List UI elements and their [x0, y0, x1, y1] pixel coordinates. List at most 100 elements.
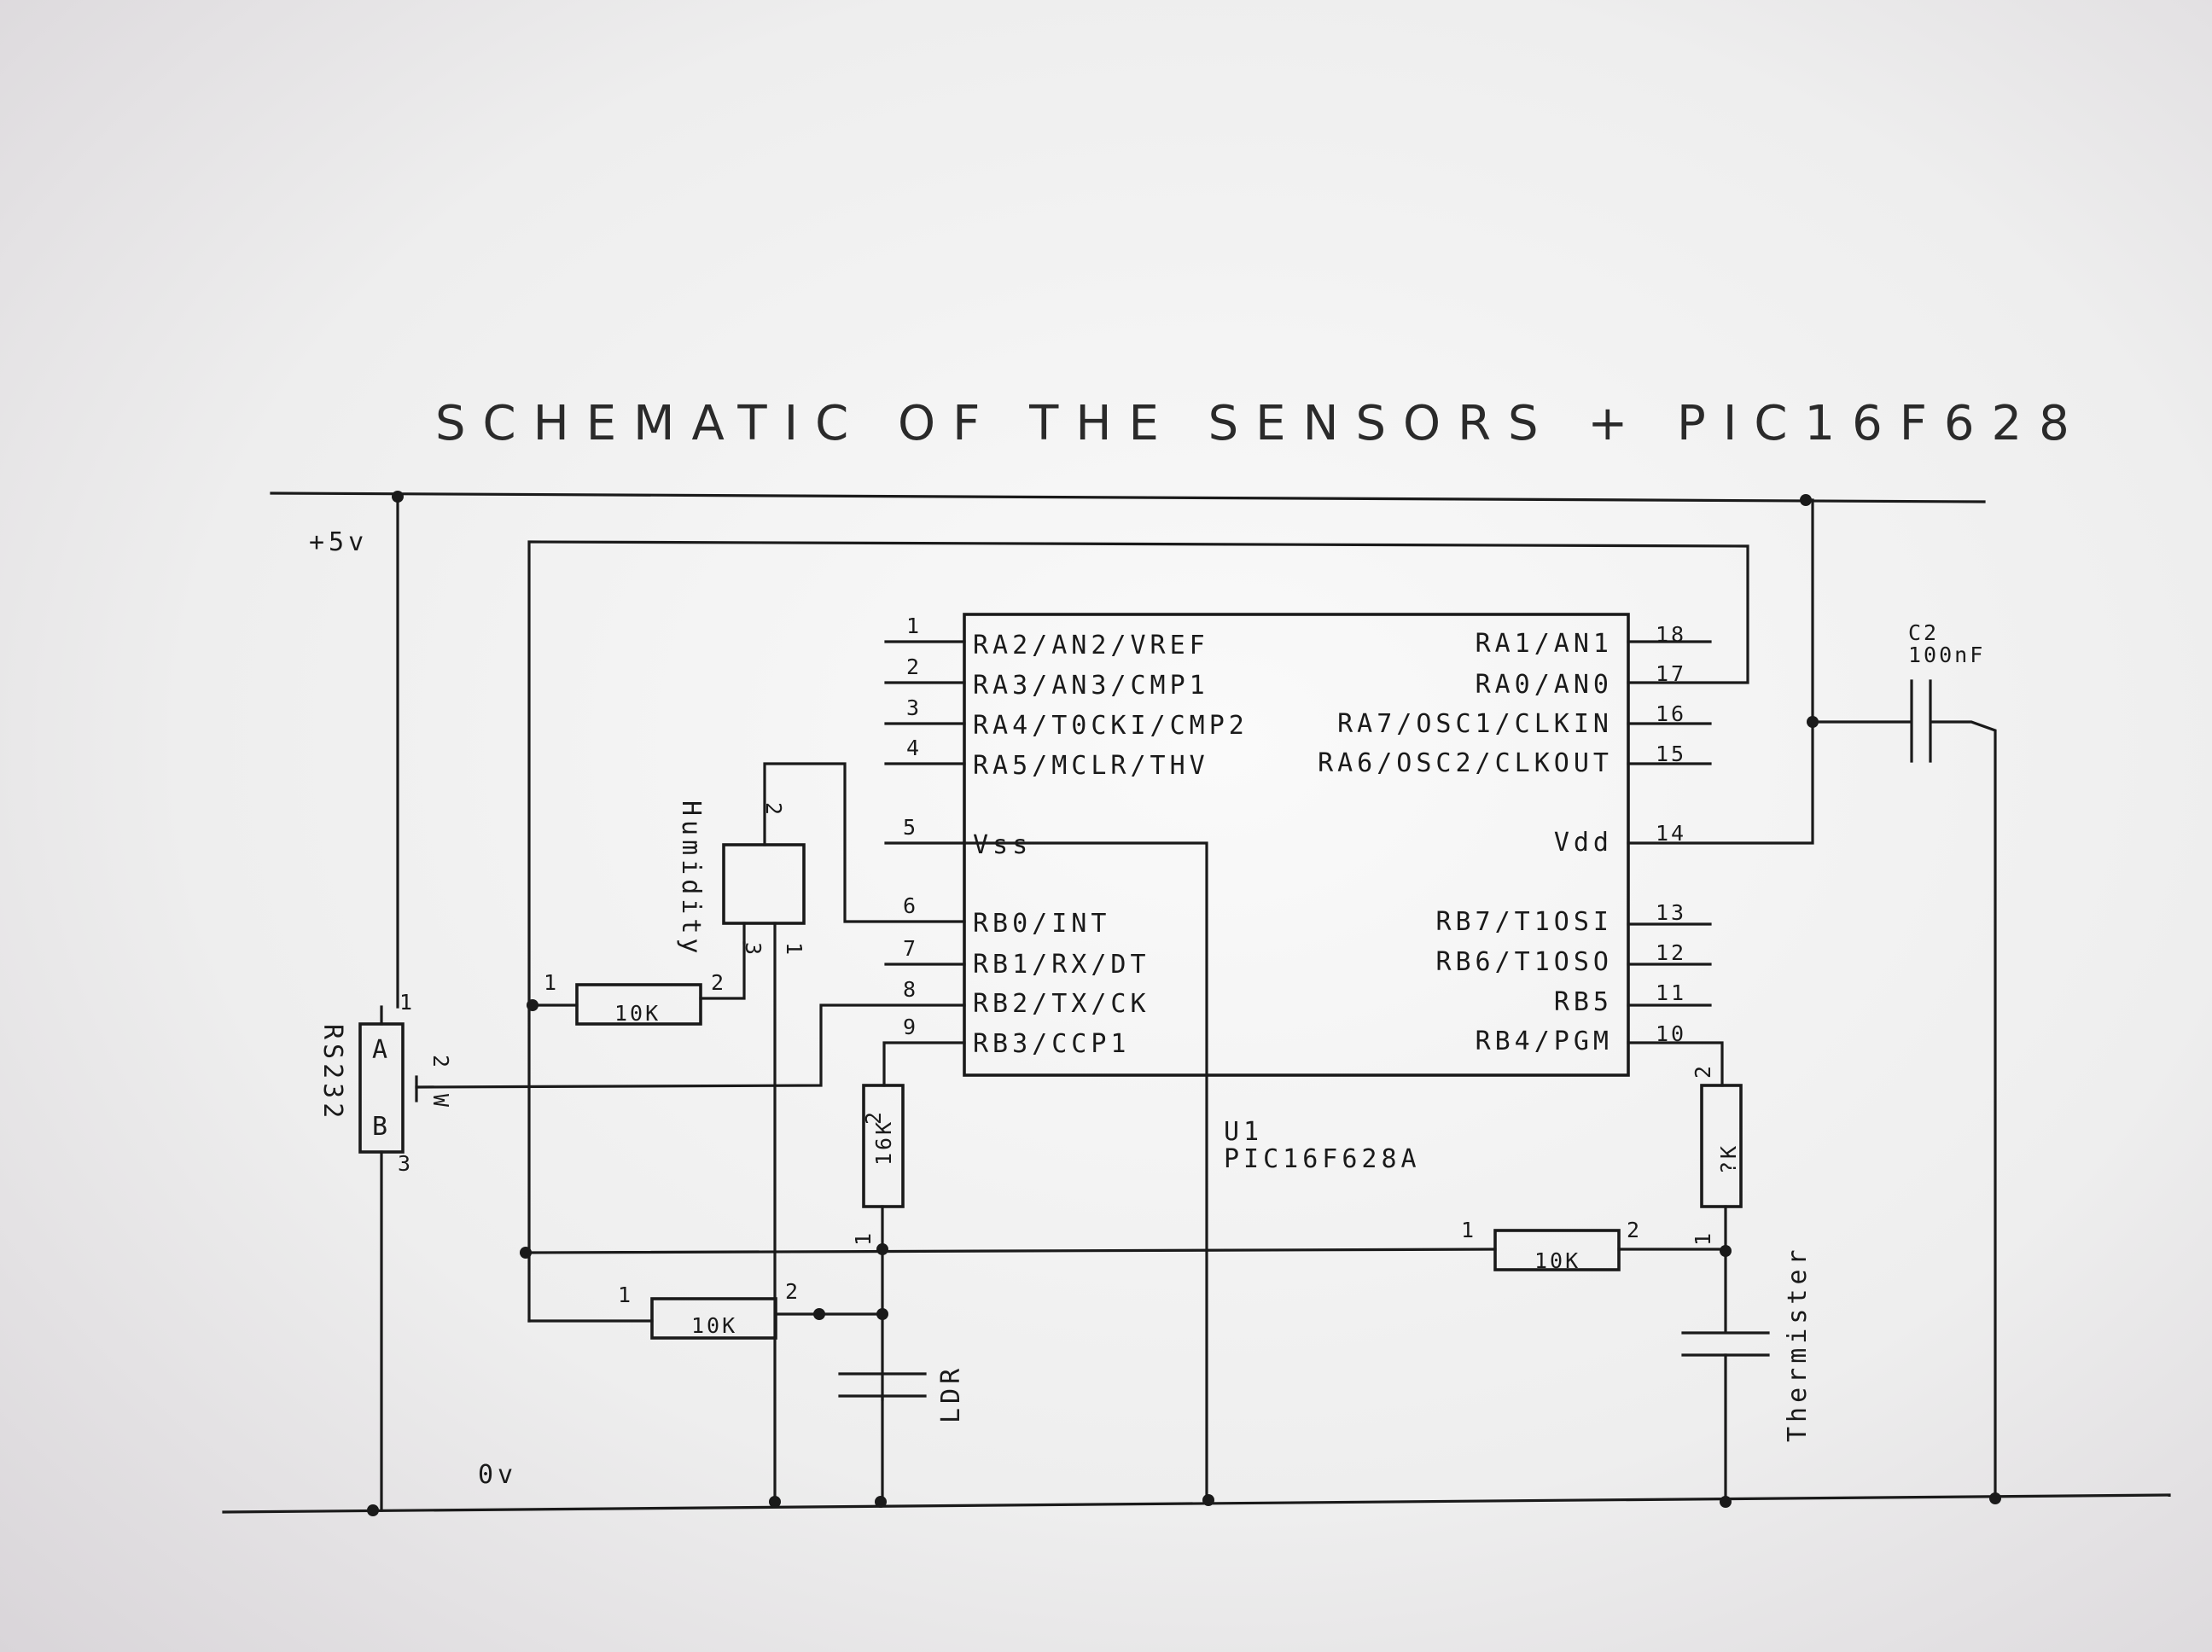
resistor-bottom-pin2: 2	[1627, 1218, 1642, 1242]
junction-dot	[769, 1496, 781, 1508]
pin-num: 17	[1656, 661, 1686, 686]
pin-num: 11	[1656, 980, 1686, 1005]
pin-name: Vss	[973, 830, 1032, 860]
pin-name: RA3/AN3/CMP1	[973, 671, 1209, 701]
junction-dot	[1800, 494, 1812, 506]
pic-chip-body	[963, 613, 1630, 1077]
pin-name: RA1/AN1	[1476, 629, 1613, 659]
rs232-label: RS232	[317, 1024, 347, 1122]
pin-num: 1	[906, 614, 922, 638]
resistor-humidity	[575, 983, 702, 1026]
ldr-label: LDR	[936, 1364, 966, 1423]
rs232-a-label: A	[372, 1035, 392, 1065]
pin-num: 7	[903, 936, 918, 961]
pin-num: 15	[1656, 742, 1686, 766]
pin-num: 13	[1656, 900, 1686, 925]
bias-bus-wire	[524, 1248, 1497, 1254]
thermister-label: Thermister	[1783, 1245, 1813, 1442]
junction-dot	[1720, 1245, 1732, 1257]
resistor-ldr-series-pin1: 1	[851, 1230, 876, 1246]
pin-num: 9	[903, 1015, 918, 1039]
pin-name: RA0/AN0	[1476, 670, 1613, 700]
pin-num: 3	[906, 695, 922, 720]
resistor-ldr-pull-pin2: 2	[785, 1279, 800, 1304]
pin-name: RB4/PGM	[1476, 1027, 1613, 1056]
c2-ref: C2	[1908, 620, 1939, 645]
resistor-thermister-pin2: 2	[1691, 1063, 1715, 1079]
ra0-loop-wire	[527, 540, 1749, 1007]
pin-num: 14	[1656, 821, 1686, 846]
resistor-humidity-value: 10K	[614, 1001, 661, 1026]
plus-5v-rail	[270, 492, 1986, 503]
rs232-w-label: W	[428, 1094, 453, 1109]
junction-dot	[1202, 1494, 1214, 1506]
zero-v-rail	[222, 1493, 2171, 1514]
pin-name: RA4/T0CKI/CMP2	[973, 711, 1249, 741]
pin-name: RB5	[1554, 987, 1613, 1017]
pin-name: RA2/AN2/VREF	[973, 631, 1209, 660]
left-pins: 1 2 3 4 5 6 7 8 9 RA2/AN2/VREF RA3/AN3/C…	[884, 614, 1249, 1059]
chip-ref: U1	[1224, 1117, 1263, 1147]
resistor-humidity-pin1: 1	[544, 970, 559, 995]
zero-v-label: 0v	[478, 1460, 517, 1490]
pin-name: RB1/RX/DT	[973, 950, 1150, 980]
junction-dot	[813, 1308, 825, 1320]
junction-dot	[1720, 1496, 1732, 1508]
junction-dot	[875, 1496, 887, 1508]
pin-name: Vdd	[1554, 828, 1613, 858]
vdd-supply-wire	[1627, 498, 1814, 845]
pin-name: RB3/CCP1	[973, 1029, 1131, 1059]
humidity-sensor	[722, 843, 806, 925]
resistor-bottom-value: 10K	[1534, 1248, 1580, 1273]
humidity-pin3-num: 3	[741, 942, 765, 957]
pin-name: RA7/OSC1/CLKIN	[1337, 709, 1613, 739]
rs232-pin2-num: 2	[428, 1055, 453, 1070]
chip-part: PIC16F628A	[1224, 1144, 1421, 1174]
resistor-thermister-value: ?K	[1716, 1143, 1741, 1174]
pin-name: RB6/T1OSO	[1435, 947, 1613, 977]
resistor-ldr-series-pin2: 2	[861, 1109, 886, 1125]
rs232-pin1-num: 1	[399, 990, 415, 1015]
junction-dot	[876, 1308, 888, 1320]
pin-name: RB0/INT	[973, 909, 1110, 939]
pin-name: RA6/OSC2/CLKOUT	[1318, 748, 1613, 778]
pin-name: RB7/T1OSI	[1435, 907, 1613, 937]
pin-name: RA5/MCLR/THV	[973, 751, 1209, 781]
pin-num: 6	[903, 893, 918, 918]
resistor-thermister-pin1: 1	[1691, 1230, 1715, 1246]
rs232-pin3-num: 3	[398, 1151, 413, 1176]
resistor-ldr-pull-value: 10K	[691, 1313, 737, 1338]
pin-num: 12	[1656, 940, 1686, 965]
rb3-wire	[882, 1041, 966, 1087]
pin-num: 2	[906, 654, 922, 679]
pin-num: 4	[906, 736, 922, 760]
junction-dot	[392, 491, 404, 503]
resistor-ldr-pull-pin1: 1	[618, 1283, 633, 1307]
wire	[699, 941, 746, 1000]
rb4-wire	[1627, 1041, 1724, 1087]
rs232-b-label: B	[372, 1112, 392, 1142]
pin-name: RB2/TX/CK	[973, 989, 1150, 1019]
pin-num: 16	[1656, 701, 1686, 726]
junction-dot	[367, 1504, 379, 1516]
humidity-pin2-num: 2	[761, 802, 786, 817]
resistor-humidity-pin2: 2	[711, 970, 726, 995]
junction-dot	[876, 1243, 888, 1255]
resistor-bottom-pin1: 1	[1461, 1218, 1476, 1242]
vss-ground-wire	[963, 841, 1208, 1502]
pin-num: 8	[903, 977, 918, 1002]
rb2-tx-wire	[415, 1003, 966, 1089]
c2-value: 100nF	[1908, 643, 1985, 667]
resistor-ldr-pull	[650, 1297, 777, 1340]
resistor-thermister	[1700, 1084, 1743, 1208]
humidity-label: Humidity	[676, 800, 706, 958]
right-pins: 18 17 16 15 14 13 12 11 10 RA1/AN1 RA0/A…	[1318, 622, 1712, 1056]
plus-5v-label: +5v	[309, 527, 368, 557]
resistor-ldr-series-value: 16K	[871, 1120, 896, 1166]
rb0-int-wire	[763, 762, 966, 923]
schematic-title: SCHEMATIC OF THE SENSORS + PIC16F628	[435, 396, 2087, 451]
pin-num: 5	[903, 815, 918, 840]
c2-ground-wire	[1930, 720, 1997, 1500]
